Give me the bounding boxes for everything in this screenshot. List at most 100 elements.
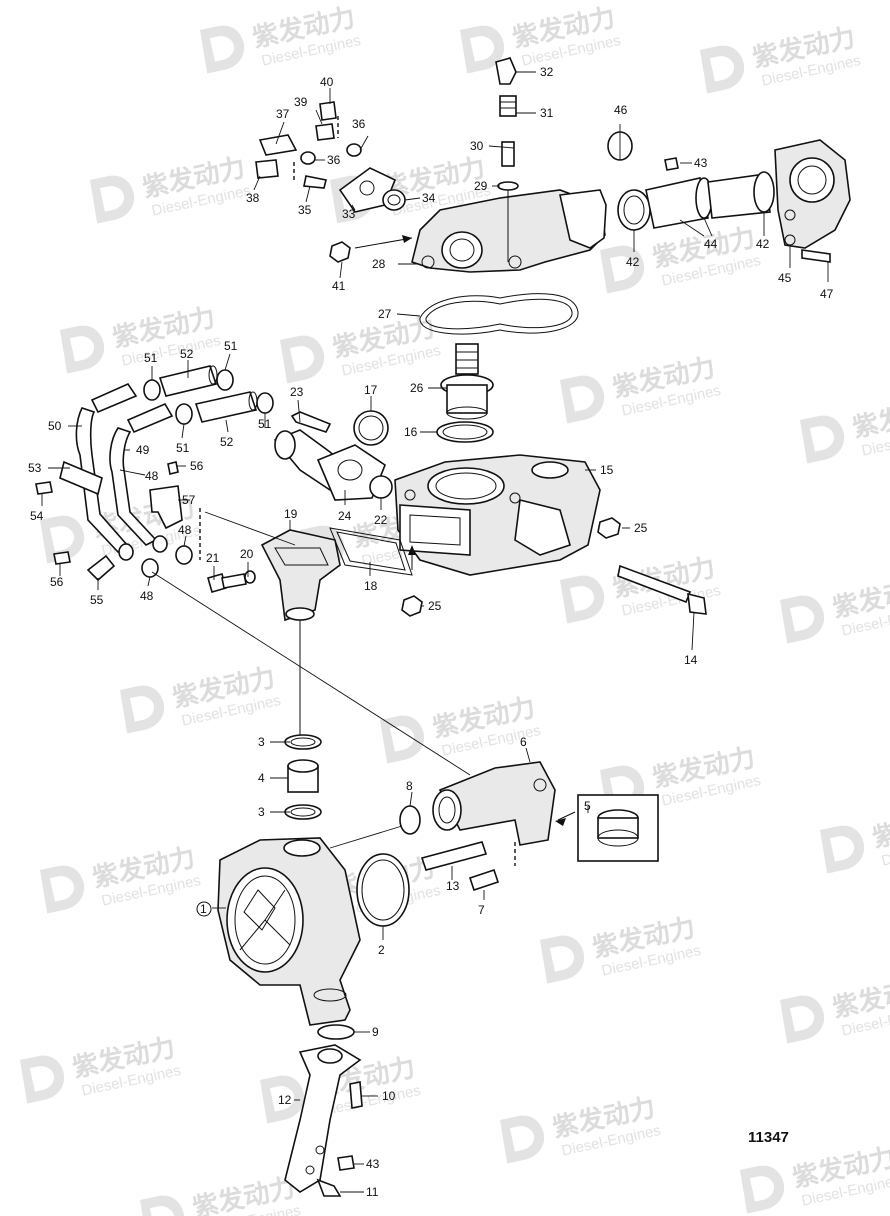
- part-label: 24: [338, 509, 352, 523]
- part-label: 23: [290, 385, 304, 399]
- part-label: 57: [182, 493, 196, 507]
- part-label: 56: [50, 575, 64, 589]
- watermark-logo-icon: [260, 1075, 305, 1124]
- part-label: 56: [190, 459, 204, 473]
- part-label: 42: [756, 237, 770, 251]
- watermark-logo-icon: [90, 175, 135, 224]
- part-label: 8: [406, 779, 413, 793]
- leader-lines: [41, 71, 829, 1193]
- part-label: 32: [540, 65, 554, 79]
- watermark-logo-icon: [200, 25, 245, 74]
- part-label: 41: [332, 279, 346, 293]
- part-label: 29: [474, 179, 488, 193]
- watermark-logo-icon: [780, 595, 825, 644]
- part-label: 7: [478, 903, 485, 917]
- part-label: 34: [422, 191, 436, 205]
- part-label: 20: [240, 547, 254, 561]
- part-label: 18: [364, 579, 378, 593]
- part-label: 17: [364, 383, 378, 397]
- part-label: 39: [294, 95, 308, 109]
- drawing-number: 11347: [748, 1129, 789, 1146]
- part-label: 22: [374, 513, 388, 527]
- part-label: 47: [820, 287, 834, 301]
- watermark-logo-icon: [820, 825, 865, 874]
- part-label: 15: [600, 463, 614, 477]
- part-label: 28: [372, 257, 386, 271]
- part-label: 40: [320, 75, 334, 89]
- part-label: 49: [136, 443, 150, 457]
- part-label: 2: [378, 943, 385, 957]
- watermark-brand: 紫发动力: [870, 802, 890, 853]
- part-label: 31: [540, 106, 554, 120]
- watermark-logo-icon: [280, 335, 325, 384]
- part-label: 46: [614, 103, 628, 117]
- part-label: 48: [178, 523, 192, 537]
- part-label: 52: [180, 347, 194, 361]
- watermark-logo-icon: [740, 1165, 785, 1214]
- part-label: 43: [366, 1157, 380, 1171]
- part-label: 35: [298, 203, 312, 217]
- part-label: 14: [684, 653, 698, 667]
- watermark-logo-icon: [40, 515, 85, 564]
- watermark-logo-icon: [560, 375, 605, 424]
- item-1-marker: [196, 901, 212, 917]
- part-number-labels: 1 2 3 3 4 5 6 7 8 9 10 11 12 13 14 15 16…: [28, 65, 834, 1199]
- part-label: 36: [352, 117, 366, 131]
- watermark-brand: 紫发动力: [850, 392, 890, 443]
- part-label: 13: [446, 879, 460, 893]
- part-label: 36: [327, 153, 341, 167]
- part-label: 11: [366, 1185, 379, 1199]
- part-label: 10: [382, 1089, 396, 1103]
- part-label: 30: [470, 139, 484, 153]
- part-label: 50: [48, 419, 62, 433]
- watermark-logo-icon: [700, 45, 745, 94]
- part-label: 25: [634, 521, 648, 535]
- watermark-logo-icon: [500, 1115, 545, 1164]
- part-label: 51: [224, 339, 238, 353]
- part-label: 37: [276, 107, 290, 121]
- part-label: 48: [145, 469, 159, 483]
- part-label: 51: [176, 441, 190, 455]
- watermark-logo-icon: [560, 575, 605, 624]
- part-label: 45: [778, 271, 792, 285]
- part-label: 25: [428, 599, 442, 613]
- watermark-logo-icon: [800, 415, 845, 464]
- part-label: 33: [342, 207, 356, 221]
- part-label: 53: [28, 461, 42, 475]
- part-label: 19: [284, 507, 298, 521]
- part-label: 4: [258, 771, 265, 785]
- watermark-logo-icon: [20, 1055, 65, 1104]
- watermark-logo-icon: [140, 1195, 185, 1216]
- part-label: 1: [200, 902, 207, 916]
- part-label: 26: [410, 381, 424, 395]
- part-label: 16: [404, 425, 418, 439]
- part-label: 44: [704, 237, 718, 251]
- watermark-logo-icon: [380, 715, 425, 764]
- part-label: 55: [90, 593, 104, 607]
- part-label: 51: [258, 417, 272, 431]
- part-label: 48: [140, 589, 154, 603]
- watermark-logo-icon: [120, 685, 165, 734]
- watermark-logo-icon: [40, 865, 85, 914]
- watermark-logo-icon: [460, 25, 505, 74]
- part-label: 54: [30, 509, 44, 523]
- part-label: 51: [144, 351, 158, 365]
- watermark-logo-icon: [60, 325, 105, 374]
